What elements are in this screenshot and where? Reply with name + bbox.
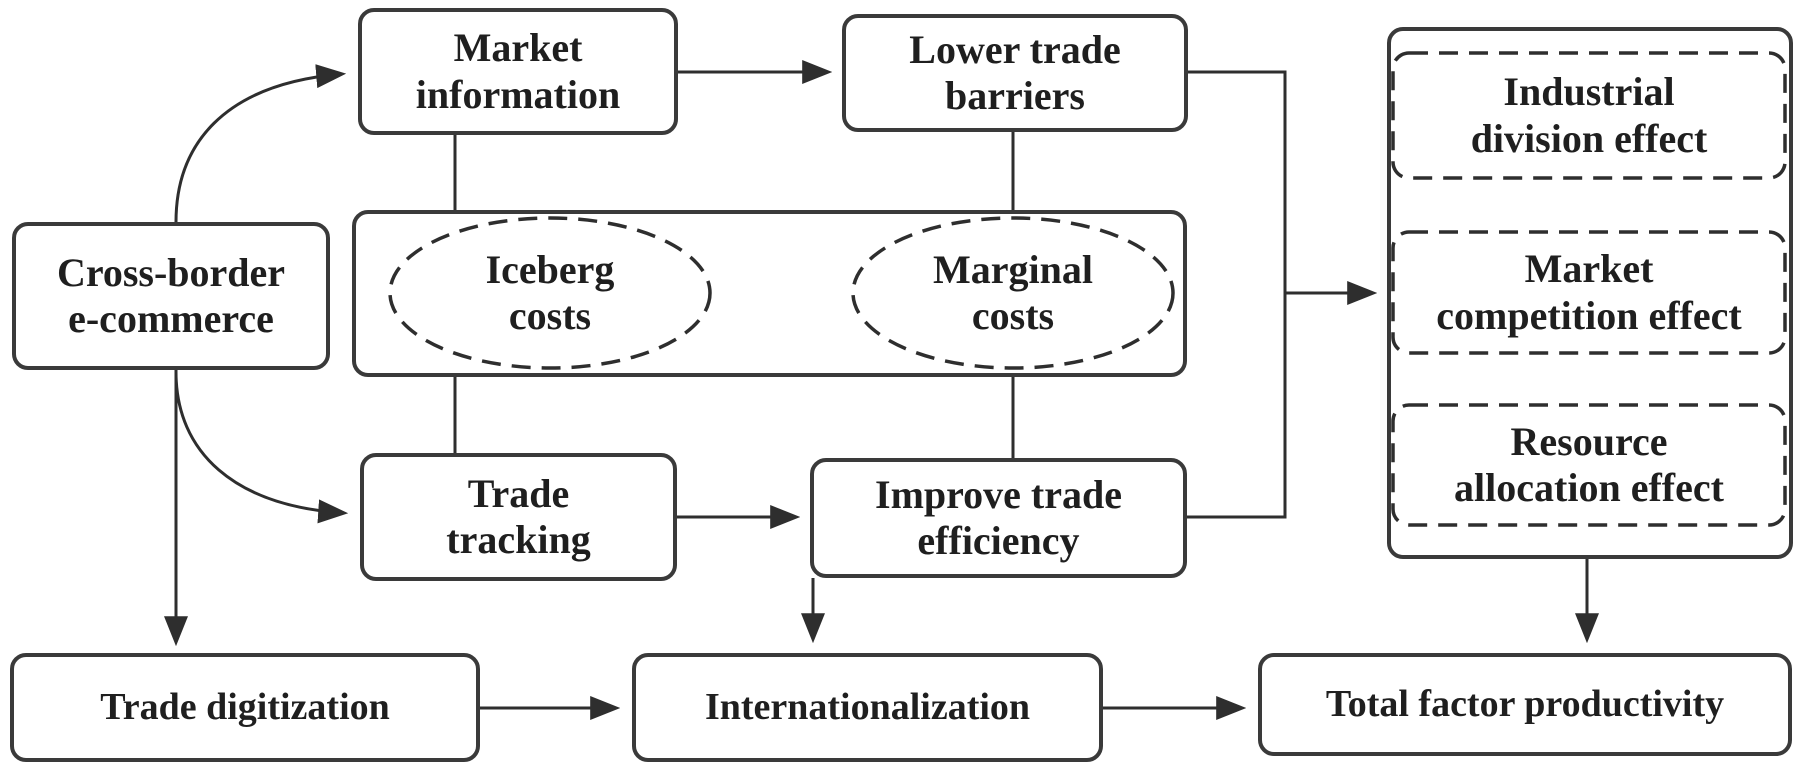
label-marginal-costs: Marginal costs — [933, 246, 1093, 338]
node-market-information: Market information — [358, 8, 678, 135]
edge-bracket — [1187, 70, 1287, 519]
label-resource-allocation-effect: Resource allocation effect — [1454, 418, 1724, 510]
node-improve-trade-efficiency: Improve trade efficiency — [810, 458, 1187, 578]
label-iceberg-costs: Iceberg costs — [485, 246, 615, 338]
node-lower-trade-barriers: Lower trade barriers — [842, 14, 1188, 132]
label-industrial-division-effect: Industrial division effect — [1470, 69, 1708, 161]
label-market-competition-effect: Market competition effect — [1436, 246, 1742, 338]
node-trade-digitization: Trade digitization — [10, 653, 480, 762]
node-cross-border-e-commerce: Cross-border e-commerce — [12, 222, 330, 370]
node-internationalization: Internationalization — [632, 653, 1103, 762]
node-trade-tracking: Trade tracking — [360, 453, 677, 581]
node-total-factor-productivity: Total factor productivity — [1258, 653, 1792, 756]
edge-crossborder-tradetracking — [174, 371, 349, 524]
edge-crossborder-marketinfo — [174, 64, 347, 223]
